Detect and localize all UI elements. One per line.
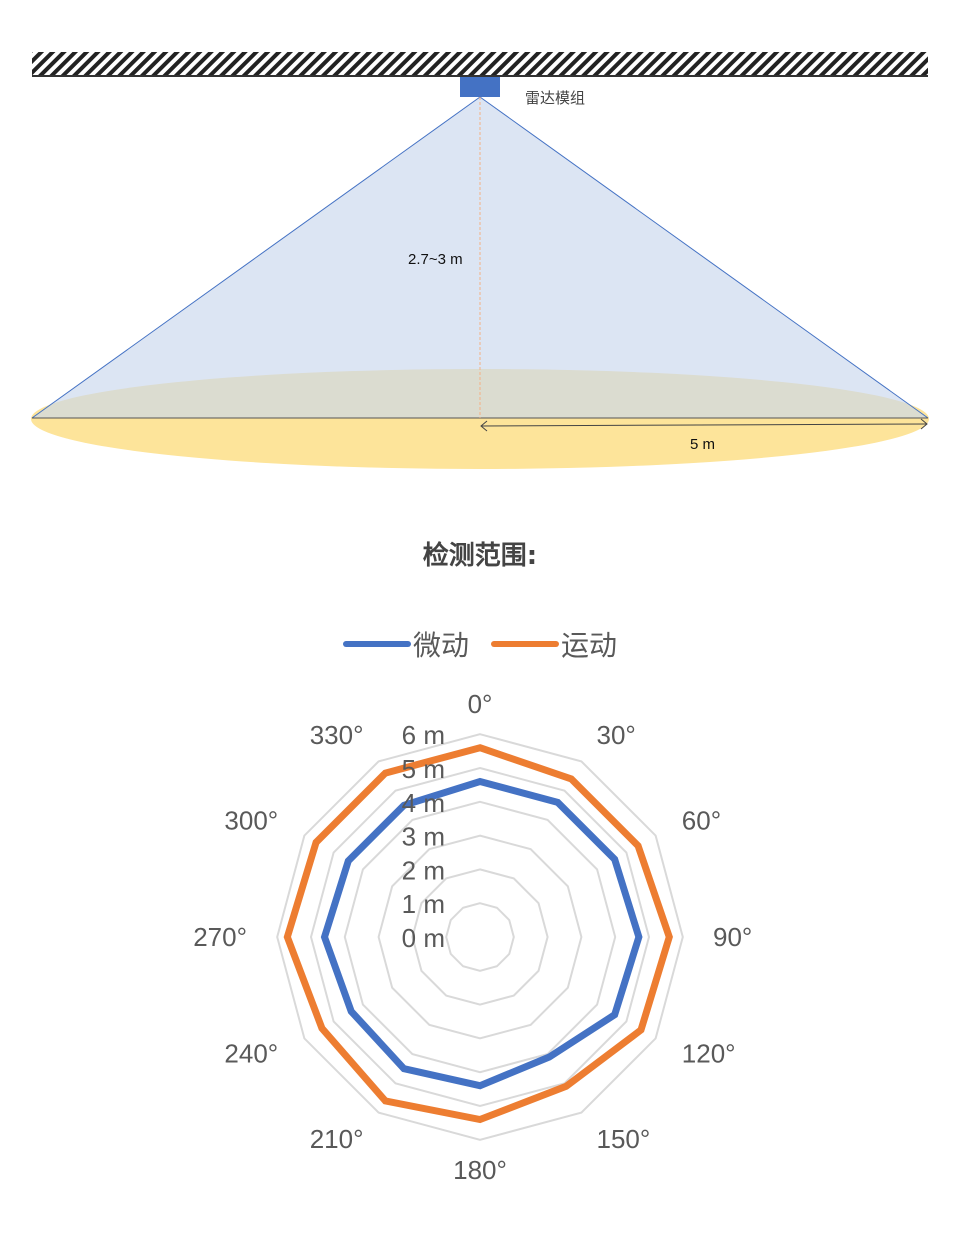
radial-tick-label: 1 m bbox=[402, 889, 445, 919]
angle-label: 240° bbox=[224, 1039, 278, 1069]
radial-tick-label: 5 m bbox=[402, 754, 445, 784]
angle-label: 150° bbox=[597, 1124, 651, 1154]
angle-label: 330° bbox=[310, 720, 364, 750]
angle-label: 300° bbox=[224, 806, 278, 836]
gridline-ring-3 bbox=[377, 834, 583, 1040]
radar-module-label: 雷达模组 bbox=[525, 90, 585, 107]
cone-edge-left bbox=[31, 96, 481, 419]
legend-swatch-motion bbox=[491, 641, 559, 647]
gridline-ring-4 bbox=[343, 800, 617, 1074]
radial-tick-label: 4 m bbox=[402, 788, 445, 818]
gridline-ring-6 bbox=[276, 733, 684, 1141]
angle-label: 90° bbox=[713, 922, 752, 952]
radial-tick-label: 3 m bbox=[402, 822, 445, 852]
height-label: 2.7~3 m bbox=[408, 251, 463, 268]
legend-label-micro-motion: 微动 bbox=[412, 629, 469, 662]
legend-label-motion: 运动 bbox=[561, 629, 618, 662]
ceiling-hatch bbox=[32, 52, 928, 75]
angle-label: 60° bbox=[682, 806, 721, 836]
section-title: 检测范围: bbox=[422, 541, 538, 571]
angle-label: 180° bbox=[453, 1155, 507, 1185]
radius-label: 5 m bbox=[690, 436, 715, 453]
radial-tick-label: 0 m bbox=[402, 923, 445, 953]
angle-label: 210° bbox=[310, 1124, 364, 1154]
legend-swatch-micro-motion bbox=[342, 641, 411, 647]
gridline-ring-2 bbox=[411, 868, 549, 1006]
legend-item-micro-motion: 微动 bbox=[342, 624, 469, 664]
cone-edge-right bbox=[479, 96, 929, 419]
series-line-motion bbox=[283, 744, 673, 1124]
angle-label: 30° bbox=[597, 720, 636, 750]
chart-legend: 微动 运动 bbox=[0, 624, 960, 664]
radar-module bbox=[460, 77, 500, 97]
legend-item-motion: 运动 bbox=[491, 624, 617, 664]
angle-label: 120° bbox=[682, 1039, 736, 1069]
radial-tick-label: 2 m bbox=[402, 855, 445, 885]
gridline-ring-1 bbox=[445, 902, 515, 972]
radar-installation-diagram: 雷达模组 2.7~3 m 5 m bbox=[31, 52, 929, 469]
gridline-ring-5 bbox=[309, 766, 651, 1108]
radial-tick-label: 6 m bbox=[402, 720, 445, 750]
angle-label: 270° bbox=[193, 922, 247, 952]
angle-label: 0° bbox=[468, 689, 493, 719]
radius-arrow bbox=[480, 418, 928, 432]
series-line-micro-motion bbox=[320, 777, 643, 1090]
